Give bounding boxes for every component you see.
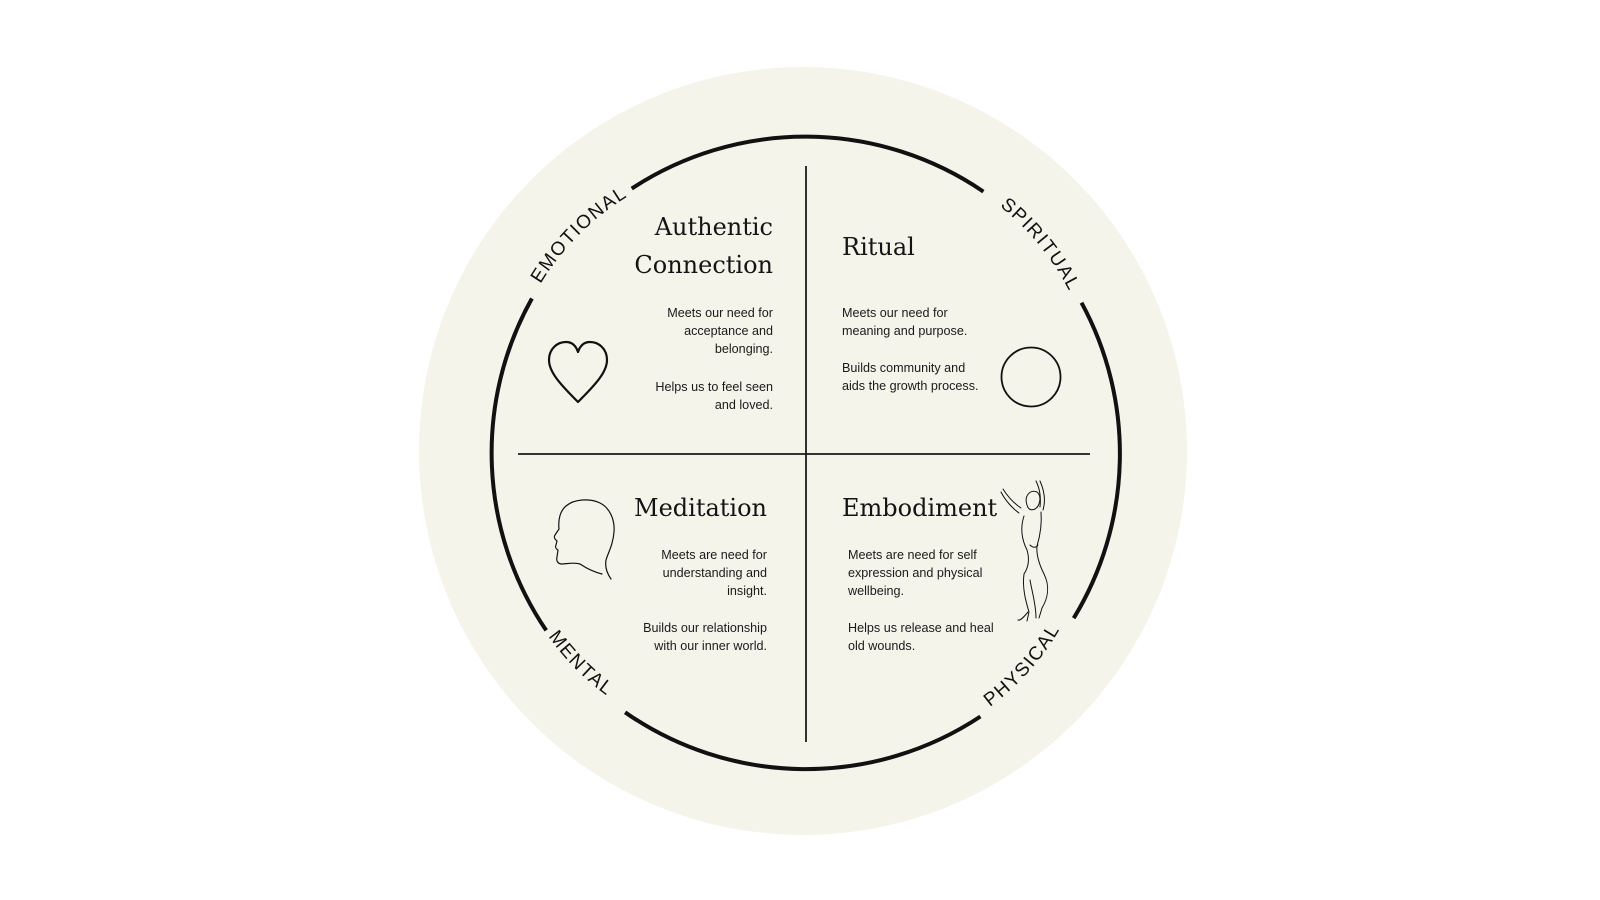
heart-icon bbox=[547, 340, 609, 404]
connection-text-2: Helps us to feel seen and loved. bbox=[573, 378, 773, 414]
embodiment-title: Embodiment bbox=[842, 494, 998, 522]
ritual-text-2: Builds community and aids the growth pro… bbox=[842, 359, 1022, 395]
connection-text-2-line1: Helps us to feel seen bbox=[655, 380, 773, 394]
ring-segment-top bbox=[630, 134, 985, 194]
connection-title: Authentic Connection bbox=[560, 208, 773, 284]
ring-segment-bottom bbox=[623, 710, 982, 772]
ritual-text-2-line1: Builds community and bbox=[842, 361, 966, 375]
meditation-text-2-line2: with our inner world. bbox=[654, 639, 767, 653]
embodiment-text-1-line1: Meets are need for self bbox=[848, 548, 977, 562]
meditation-text-1-line1: Meets are need for bbox=[661, 548, 767, 562]
meditation-text-1: Meets are need for understanding and ins… bbox=[567, 546, 767, 600]
connection-title-line2: Connection bbox=[634, 251, 773, 279]
embodiment-text-1: Meets are need for self expression and p… bbox=[848, 546, 1028, 600]
background-disc bbox=[419, 67, 1187, 835]
meditation-text-2-line1: Builds our relationship bbox=[643, 621, 767, 635]
meditation-title: Meditation bbox=[634, 494, 767, 522]
connection-text-1-line1: Meets our need for bbox=[667, 306, 773, 320]
head-profile-icon bbox=[553, 499, 615, 580]
circle-icon bbox=[1000, 346, 1062, 408]
embodiment-text-2-line1: Helps us release and heal bbox=[848, 621, 994, 635]
ritual-text-1-line1: Meets our need for bbox=[842, 306, 948, 320]
ritual-text-1-line2: meaning and purpose. bbox=[842, 324, 968, 338]
connection-text-1-line3: belonging. bbox=[714, 342, 773, 356]
connection-text-2-line2: and loved. bbox=[714, 398, 773, 412]
ring-segment-left bbox=[489, 297, 548, 632]
embodiment-text-2: Helps us release and heal old wounds. bbox=[848, 619, 1028, 655]
connection-text-1: Meets our need for acceptance and belong… bbox=[573, 304, 773, 358]
meditation-text-1-line3: insight. bbox=[727, 584, 767, 598]
connection-text-1-line2: acceptance and bbox=[684, 324, 773, 338]
ring-segment-right bbox=[1071, 301, 1122, 620]
ritual-text-1: Meets our need for meaning and purpose. bbox=[842, 304, 1022, 340]
meditation-text-2: Builds our relationship with our inner w… bbox=[567, 619, 767, 655]
embodiment-text-1-line3: wellbeing. bbox=[848, 584, 905, 598]
embodiment-text-2-line2: old wounds. bbox=[848, 639, 916, 653]
dancing-figure-icon bbox=[1000, 480, 1049, 622]
connection-title-line1: Authentic bbox=[654, 213, 773, 241]
ritual-text-2-line2: aids the growth process. bbox=[842, 379, 979, 393]
embodiment-text-1-line2: expression and physical bbox=[848, 566, 983, 580]
ritual-title: Ritual bbox=[842, 233, 915, 261]
meditation-text-1-line2: understanding and bbox=[662, 566, 767, 580]
